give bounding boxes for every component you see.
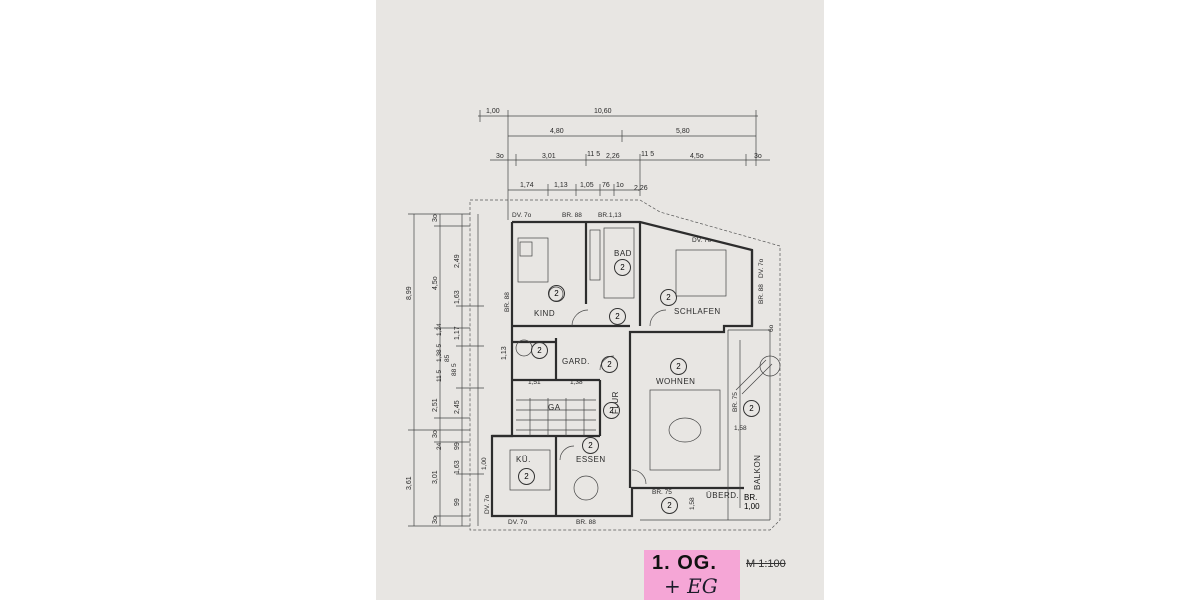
roof-outline xyxy=(469,199,781,531)
label-br-1: BR. 88 xyxy=(562,212,582,219)
pink-sticker xyxy=(644,550,740,600)
dim-top-1a: 1,00 xyxy=(486,108,500,115)
dim-left-inner-5: 2,45 xyxy=(454,400,461,414)
marker-bad: 2 xyxy=(614,259,631,276)
label-br-4: BR. 88 xyxy=(504,292,511,312)
dim-top-4f: 2,26 xyxy=(634,185,648,192)
dim-top-2a: 4,80 xyxy=(550,128,564,135)
marker-schlafen: 2 xyxy=(660,289,677,306)
label-dv-4: DV. 7o xyxy=(508,519,528,526)
label-dv-5: DV. 7o xyxy=(484,494,491,514)
dim-left-inner-6: 99 xyxy=(454,442,461,450)
dim-left-mid-2: 4,5o xyxy=(432,276,439,290)
dim-left-mid-4: 3o xyxy=(432,430,439,438)
dim-top-3f: 4,5o xyxy=(690,153,704,160)
marker-flur-top: 2 xyxy=(609,308,626,325)
dim-left-inner-7: 1,63 xyxy=(454,460,461,474)
dim-top-4e: 1o xyxy=(616,182,624,189)
floor-label: 1. OG. xyxy=(652,552,717,574)
dim-left-tiny-5: 24 xyxy=(436,442,443,450)
dim-left-mid-5: 3,01 xyxy=(432,470,439,484)
dim-left-inner-1: 2,49 xyxy=(454,254,461,268)
marker-balkon: 2 xyxy=(743,400,760,417)
room-gard: GARD. xyxy=(562,357,590,366)
dim-left-tiny-7: 1,00 xyxy=(481,457,488,470)
dim-top-3b: 3,01 xyxy=(542,153,556,160)
label-dv-2: DV. 7o xyxy=(692,237,712,244)
marker-kue: 2 xyxy=(518,468,535,485)
dim-left-inner-3: 1,17 xyxy=(454,326,461,340)
room-kind: KIND xyxy=(534,309,555,318)
top-dimension-chains: 1,00 10,60 4,80 5,80 3o 3,01 11 5 2,26 1… xyxy=(478,108,770,220)
misc-138: 1,38 xyxy=(570,379,583,386)
dim-left-outer-2: 3,61 xyxy=(406,476,413,490)
stairs xyxy=(516,398,596,436)
dim-left-mid-3: 2,51 xyxy=(432,398,439,412)
dim-left-tiny-6: 88 5 xyxy=(451,363,458,376)
room-ueberd: ÜBERD. xyxy=(706,491,739,500)
marker-gard: 2 xyxy=(531,342,548,359)
room-kue: KÜ. xyxy=(516,455,531,464)
handwritten-eg: + EG xyxy=(664,574,718,598)
dim-left-tiny-4: 11 5 xyxy=(436,369,443,382)
misc-158: 1,58 xyxy=(734,425,747,432)
dim-left-tiny-3: 85 xyxy=(444,354,451,362)
dim-top-1b: 10,60 xyxy=(594,108,612,115)
marker-flur-2: 2 xyxy=(603,402,620,419)
dim-left-mid-1: 3o xyxy=(432,214,439,222)
dim-top-3a: 3o xyxy=(496,153,504,160)
dim-top-4b: 1,13 xyxy=(554,182,568,189)
dim-top-2b: 5,80 xyxy=(676,128,690,135)
dim-top-4c: 1,05 xyxy=(580,182,594,189)
marker-ueberd: 2 xyxy=(661,497,678,514)
room-ga: GA xyxy=(548,403,561,412)
misc-151: 1,51 xyxy=(528,379,541,386)
dim-left-mid-6: 3o xyxy=(432,516,439,524)
dim-left-inner-4: 1,13 xyxy=(501,346,508,360)
walls xyxy=(490,220,754,518)
dim-left-tiny-2: 1,38 5 xyxy=(436,344,443,362)
dim-top-4d: 76 xyxy=(602,182,610,189)
dim-top-3d: 2,26 xyxy=(606,153,620,160)
label-br-6: BR. 75 xyxy=(652,489,672,496)
marker-kind: 2 xyxy=(548,285,565,302)
label-dv-3: DV. 7o xyxy=(758,258,765,278)
misc-60: 6o xyxy=(768,324,775,332)
room-balkon: BALKON xyxy=(753,455,762,490)
label-br-2: BR.1,13 xyxy=(598,212,622,219)
dim-top-3c: 11 5 xyxy=(587,151,600,158)
misc-158b: 1,58 xyxy=(689,497,696,510)
label-br-5: BR. 75 xyxy=(732,392,739,412)
balcony-rail xyxy=(640,329,771,521)
marker-flur: 2 xyxy=(601,356,618,373)
dim-left-outer-1: 8,99 xyxy=(406,286,413,300)
dim-top-3g: 3o xyxy=(754,153,762,160)
opening-labels: DV. 7o BR. 88 BR.1,13 DV. 7o DV. 7o BR. … xyxy=(484,212,775,526)
dim-left-inner-2: 1,63 xyxy=(454,290,461,304)
marker-essen: 2 xyxy=(582,437,599,454)
paper-sheet xyxy=(376,0,824,600)
label-br-3: BR. 88 xyxy=(758,284,765,304)
room-schlafen: SCHLAFEN xyxy=(674,307,721,316)
label-br-7: BR. 88 xyxy=(576,519,596,526)
dim-top-3e: 11 5 xyxy=(641,151,654,158)
dim-left-inner-8: 99 xyxy=(454,498,461,506)
scale-struck: M 1:100 xyxy=(746,558,786,570)
label-dv-1: DV. 7o xyxy=(512,212,532,219)
room-bad: BAD xyxy=(614,249,632,258)
label-br-100: BR. 1,00 xyxy=(744,493,760,511)
marker-wohnen: 2 xyxy=(670,358,687,375)
left-dimension-chains: 8,99 3,61 3o 4,5o 2,51 3o 3,01 3o 2,49 1… xyxy=(406,213,508,527)
room-wohnen: WOHNEN xyxy=(656,377,695,386)
dim-top-4a: 1,74 xyxy=(520,182,534,189)
room-essen: ESSEN xyxy=(576,455,606,464)
furniture xyxy=(509,227,781,501)
dim-left-tiny-1: 1,24 xyxy=(436,323,443,336)
